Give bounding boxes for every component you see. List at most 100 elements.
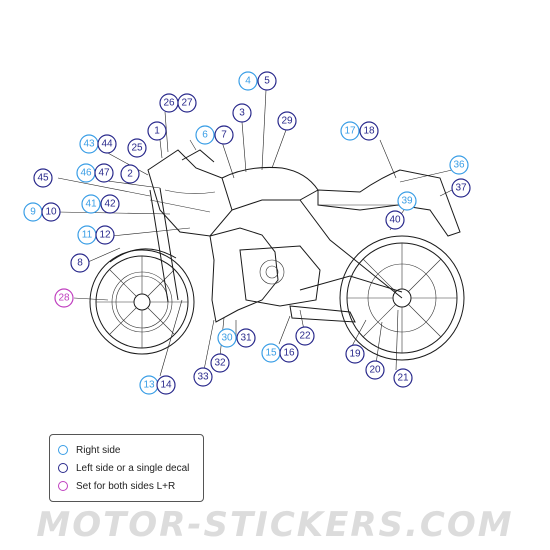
callout-9[interactable]: 9 [23,202,43,222]
legend-item-left-side: Left side or a single decal [58,461,189,475]
callout-47[interactable]: 47 [94,163,114,183]
callout-13[interactable]: 13 [139,375,159,395]
svg-text:41: 41 [85,199,97,210]
svg-text:9: 9 [30,207,36,218]
callout-12[interactable]: 12 [95,225,115,245]
svg-text:46: 46 [80,168,92,179]
callout-11[interactable]: 11 [77,225,97,245]
callout-2[interactable]: 2 [120,164,140,184]
svg-text:26: 26 [163,98,175,109]
callout-20[interactable]: 20 [365,360,385,380]
legend-label: Left side or a single decal [76,462,190,474]
callout-19[interactable]: 19 [345,344,365,364]
callout-5[interactable]: 5 [257,71,277,91]
front-wheel [89,249,195,355]
svg-text:19: 19 [349,349,361,360]
callout-36[interactable]: 36 [449,155,469,175]
svg-text:30: 30 [221,333,233,344]
svg-text:12: 12 [99,230,111,241]
callout-40[interactable]: 40 [385,210,405,230]
left-side-circle-icon [58,463,68,473]
callout-15[interactable]: 15 [261,343,281,363]
callout-17[interactable]: 17 [340,121,360,141]
callout-10[interactable]: 10 [41,202,61,222]
svg-text:15: 15 [265,348,277,359]
both-sides-circle-icon [58,481,68,491]
callout-18[interactable]: 18 [359,121,379,141]
svg-text:16: 16 [283,348,295,359]
svg-text:39: 39 [401,196,413,207]
motorcycle-drawing [89,139,465,361]
callout-8[interactable]: 8 [70,253,90,273]
svg-text:3: 3 [239,108,245,119]
callout-44[interactable]: 44 [97,134,117,154]
callout-37[interactable]: 37 [451,178,471,198]
watermark: MOTOR-STICKERS.COM [36,505,514,545]
leader-lines [57,89,453,377]
callout-41[interactable]: 41 [81,194,101,214]
svg-text:31: 31 [240,333,252,344]
svg-text:42: 42 [104,199,116,210]
svg-text:47: 47 [98,168,110,179]
svg-text:13: 13 [143,380,155,391]
callout-32[interactable]: 32 [210,353,230,373]
svg-text:18: 18 [363,126,375,137]
callout-3[interactable]: 3 [232,103,252,123]
svg-text:5: 5 [264,76,270,87]
svg-text:20: 20 [369,365,381,376]
callout-6[interactable]: 6 [195,125,215,145]
legend-item-both-sides: Set for both sides L+R [58,479,175,493]
callout-30[interactable]: 30 [217,328,237,348]
callout-1[interactable]: 1 [147,121,167,141]
svg-text:43: 43 [83,139,95,150]
svg-text:6: 6 [202,130,208,141]
svg-text:36: 36 [453,160,465,171]
svg-text:21: 21 [397,373,409,384]
svg-text:40: 40 [389,215,401,226]
svg-text:4: 4 [245,76,251,87]
callout-26[interactable]: 26 [159,93,179,113]
callout-45[interactable]: 45 [33,168,53,188]
svg-text:11: 11 [82,230,93,241]
svg-text:25: 25 [131,143,143,154]
svg-text:14: 14 [160,380,172,391]
svg-text:10: 10 [45,207,57,218]
callout-39[interactable]: 39 [397,191,417,211]
callout-21[interactable]: 21 [393,368,413,388]
callout-4[interactable]: 4 [238,71,258,91]
svg-text:44: 44 [101,139,113,150]
callout-42[interactable]: 42 [100,194,120,214]
callout-29[interactable]: 29 [277,111,297,131]
legend-box: Right side Left side or a single decal S… [49,434,204,502]
right-side-circle-icon [58,445,68,455]
callout-31[interactable]: 31 [236,328,256,348]
callout-16[interactable]: 16 [279,343,299,363]
callout-22[interactable]: 22 [295,326,315,346]
callout-33[interactable]: 33 [193,367,213,387]
svg-text:33: 33 [197,372,209,383]
svg-text:27: 27 [181,98,193,109]
svg-text:28: 28 [58,293,70,304]
legend-item-right-side: Right side [58,443,120,457]
svg-text:17: 17 [344,126,356,137]
callout-46[interactable]: 46 [76,163,96,183]
svg-text:8: 8 [77,258,83,269]
svg-text:22: 22 [299,331,311,342]
svg-text:2: 2 [127,169,133,180]
legend-label: Right side [76,444,121,456]
callout-25[interactable]: 25 [127,138,147,158]
svg-text:45: 45 [37,173,49,184]
callout-14[interactable]: 14 [156,375,176,395]
svg-text:29: 29 [281,116,293,127]
svg-text:32: 32 [214,358,226,369]
legend-label: Set for both sides L+R [76,480,176,492]
callout-27[interactable]: 27 [177,93,197,113]
callout-28[interactable]: 28 [54,288,74,308]
callout-43[interactable]: 43 [79,134,99,154]
callout-7[interactable]: 7 [214,125,234,145]
svg-text:37: 37 [455,183,467,194]
callouts: 1 2 3 4 5 6 7 8 9 10 11 12 13 14 15 16 1… [23,71,471,395]
svg-text:1: 1 [154,126,160,137]
svg-text:7: 7 [221,130,227,141]
